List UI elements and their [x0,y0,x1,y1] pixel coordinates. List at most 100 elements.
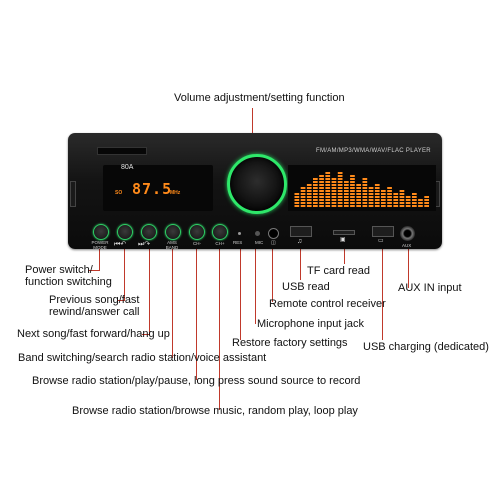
spectrum-segment [381,196,386,198]
spectrum-segment [344,184,349,186]
spectrum-segment [319,193,324,195]
label-previous: Previous song/fast rewind/answer call [49,294,140,318]
spectrum-segment [344,193,349,195]
spectrum-segment [331,199,337,201]
spectrum-segment [356,199,361,201]
spectrum-segment [337,199,343,201]
spectrum-segment [362,199,368,201]
spectrum-segment [393,199,399,201]
spectrum-segment [393,196,399,198]
sub-indicator: SO [115,190,123,196]
spectrum-segment [313,193,318,195]
spectrum-segment [368,205,374,207]
spectrum-segment [319,178,324,180]
tf-card-icon: ▣ [340,237,346,243]
battery-icon: ▭ [378,238,384,244]
spectrum-segment [362,190,368,192]
aux-in-jack[interactable] [400,226,415,241]
spectrum-segment [405,199,411,201]
spectrum-segment [344,187,349,189]
spectrum-segment [381,202,386,204]
spectrum-segment [350,187,355,189]
previous-icon: ⏮↶ [114,241,127,248]
spectrum-segment [300,190,306,192]
spectrum-segment [325,190,331,192]
spectrum-segment [337,187,343,189]
spectrum-segment [362,181,368,183]
spectrum-segment [350,202,355,204]
spectrum-segment [306,202,312,204]
previous-button[interactable] [117,224,133,240]
power-mode-button[interactable] [93,224,109,240]
ams-band-button[interactable] [165,224,181,240]
spectrum-segment [368,202,374,204]
res-button[interactable] [238,232,241,235]
spectrum-segment [331,205,337,207]
next-button[interactable] [141,224,157,240]
label-browse-play: Browse radio station/play/pause, long pr… [32,375,361,387]
ch-plus-button[interactable] [212,224,228,240]
spectrum-segment [306,193,312,195]
spectrum-segment [399,193,405,195]
spectrum-segment [325,175,331,177]
format-banner: FM/AM/MP3/WMA/WAV/FLAC PLAYER [316,148,431,154]
spectrum-segment [294,193,300,195]
spectrum-segment [325,199,331,201]
spectrum-segment [362,202,368,204]
usb-read-port[interactable] [290,226,312,237]
spectrum-segment [424,199,429,201]
spectrum-segment [319,175,324,177]
spectrum-segment [374,184,380,186]
spectrum-segment [331,193,337,195]
spectrum-segment [325,193,331,195]
spectrum-segment [418,202,423,204]
ir-receiver [255,231,260,236]
spectrum-segment [337,205,343,207]
spectrum-segment [300,202,306,204]
spectrum-segment [424,205,429,207]
spectrum-segment [313,190,318,192]
spectrum-segment [374,196,380,198]
spectrum-segment [319,184,324,186]
spectrum-segment [381,190,386,192]
leader-browse2 [219,248,220,410]
spectrum-segment [337,190,343,192]
frequency-readout: 87.5 [132,180,173,198]
spectrum-segment [325,181,331,183]
leader-usb-charge [382,244,383,340]
spectrum-segment [418,199,423,201]
spectrum-segment [362,184,368,186]
spectrum-segment [374,205,380,207]
spectrum-segment [356,184,361,186]
spectrum-segment [374,193,380,195]
spectrum-segment [362,178,368,180]
spectrum-segment [362,187,368,189]
spectrum-segment [356,187,361,189]
spectrum-segment [313,184,318,186]
spectrum-segment [313,178,318,180]
spectrum-segment [313,205,318,207]
mic-jack[interactable] [268,228,279,239]
leader-next-h [142,334,150,335]
volume-knob[interactable] [227,154,287,214]
spectrum-segment [356,205,361,207]
leader-next [149,248,150,334]
spectrum-segment [325,184,331,186]
leader-mic [255,240,256,324]
ch-plus-caption: CH+ [215,241,225,246]
usb-charge-port[interactable] [372,226,394,237]
spectrum-segment [368,196,374,198]
leader-remote [272,240,273,302]
spectrum-segment [294,202,300,204]
spectrum-segment [325,178,331,180]
mic-jack-icon: ◫ [271,240,276,246]
ch-minus-button[interactable] [189,224,205,240]
spectrum-segment [368,199,374,201]
left-side-tab [70,181,76,207]
spectrum-segment [399,190,405,192]
label-aux-in: AUX IN input [398,282,462,294]
tf-card-slot[interactable] [333,230,355,235]
